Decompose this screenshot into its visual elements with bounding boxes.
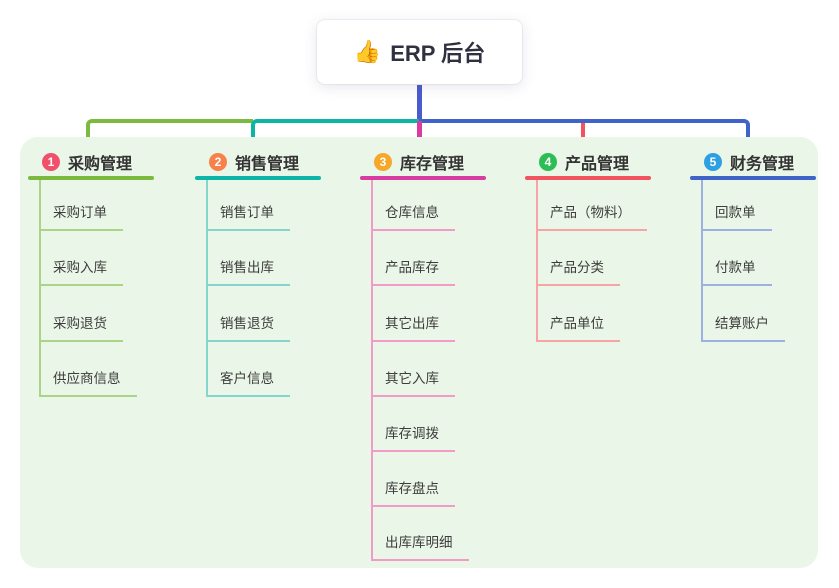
node-other-inbound[interactable]: 其它入库 <box>371 369 455 397</box>
node-purchase-order[interactable]: 采购订单 <box>39 203 123 231</box>
branch-finance-trunk-line <box>701 180 703 340</box>
branch-purchase-underline <box>28 176 154 180</box>
thumbs-up-icon: 👍 <box>353 39 382 64</box>
branch-inventory-title[interactable]: 3 库存管理 <box>374 149 464 175</box>
node-warehouse-info[interactable]: 仓库信息 <box>371 203 455 231</box>
branch-title-label: 产品管理 <box>565 156 630 173</box>
branch-finance-underline <box>690 176 816 180</box>
branch-title-label: 财务管理 <box>730 156 795 173</box>
node-stock-transfer[interactable]: 库存调拨 <box>371 424 455 452</box>
node-sales-order[interactable]: 销售订单 <box>206 203 290 231</box>
branch1-connector-line <box>86 119 253 150</box>
node-settlement-account[interactable]: 结算账户 <box>701 314 785 342</box>
branch-title-label: 采购管理 <box>68 156 133 173</box>
root-node-label: ERP 后台 <box>390 41 486 66</box>
badge-3: 3 <box>374 153 392 171</box>
branch-purchase-trunk-line <box>39 180 41 395</box>
node-product-category[interactable]: 产品分类 <box>536 258 620 286</box>
badge-4: 4 <box>539 153 557 171</box>
branch4-connector-line <box>581 123 585 150</box>
root-node-erp[interactable]: 👍 ERP 后台 <box>317 20 522 84</box>
badge-1: 1 <box>42 153 60 171</box>
branch-sales-title[interactable]: 2 销售管理 <box>209 149 299 175</box>
node-other-outbound[interactable]: 其它出库 <box>371 314 455 342</box>
branch-inventory-trunk-line <box>371 180 373 559</box>
branch-purchase-title[interactable]: 1 采购管理 <box>42 149 132 175</box>
branch-product-title[interactable]: 4 产品管理 <box>539 149 629 175</box>
branch-product-underline <box>525 176 651 180</box>
node-product-unit[interactable]: 产品单位 <box>536 314 620 342</box>
branch2-connector-line <box>251 119 421 150</box>
node-sales-return[interactable]: 销售退货 <box>206 314 290 342</box>
branch-title-label: 销售管理 <box>235 156 300 173</box>
branch-sales-underline <box>195 176 321 180</box>
node-customer-info[interactable]: 客户信息 <box>206 369 290 397</box>
branch-sales-trunk-line <box>206 180 208 395</box>
node-payment-bill[interactable]: 付款单 <box>701 258 772 286</box>
node-product-material[interactable]: 产品（物料） <box>536 203 647 231</box>
branch-product-trunk-line <box>536 180 538 340</box>
node-stock-count[interactable]: 库存盘点 <box>371 479 455 507</box>
node-purchase-inbound[interactable]: 采购入库 <box>39 258 123 286</box>
branch-inventory-underline <box>360 176 486 180</box>
node-outbound-detail[interactable]: 出库库明细 <box>371 533 469 561</box>
branches-panel <box>20 137 818 568</box>
branch3-connector-line <box>417 121 422 150</box>
badge-2: 2 <box>209 153 227 171</box>
node-product-stock[interactable]: 产品库存 <box>371 258 455 286</box>
branch5-connector-line <box>419 119 750 150</box>
node-sales-outbound[interactable]: 销售出库 <box>206 258 290 286</box>
badge-5: 5 <box>704 153 722 171</box>
root-connector-line <box>417 84 422 123</box>
node-purchase-return[interactable]: 采购退货 <box>39 314 123 342</box>
node-receipt-bill[interactable]: 回款单 <box>701 203 772 231</box>
node-supplier-info[interactable]: 供应商信息 <box>39 369 137 397</box>
branch-title-label: 库存管理 <box>400 156 465 173</box>
branch-finance-title[interactable]: 5 财务管理 <box>704 149 794 175</box>
